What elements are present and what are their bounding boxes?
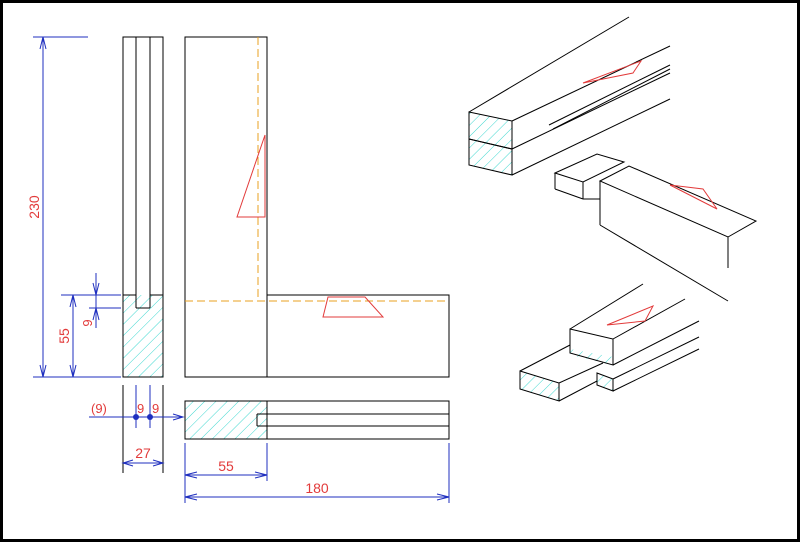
iso1-top-front-edge bbox=[511, 45, 671, 122]
front-view-rail bbox=[266, 294, 450, 378]
front-view bbox=[184, 36, 450, 378]
orientation-marker-horizontal bbox=[322, 296, 385, 318]
isometric-view-tenon-board bbox=[553, 153, 758, 302]
label-groove-width-b: 9 bbox=[152, 401, 159, 416]
iso3-upper-end-hatch bbox=[570, 349, 613, 365]
iso3-lower-back-edge bbox=[519, 344, 571, 372]
iso1-lower-end-hatch bbox=[469, 139, 512, 175]
arrow-55h-left bbox=[184, 471, 198, 479]
arrow-groove bbox=[172, 413, 185, 421]
arrow-27-right bbox=[152, 459, 165, 467]
front-view-stile bbox=[184, 36, 268, 378]
technical-drawing: 230 55 9 bbox=[26, 16, 758, 503]
label-55-horizontal: 55 bbox=[218, 458, 234, 474]
arrow-9-top bbox=[92, 282, 100, 296]
arrow-230-top bbox=[39, 36, 47, 50]
label-55-vertical: 55 bbox=[56, 328, 72, 344]
iso3-upper-mid-edge bbox=[612, 320, 700, 366]
iso2-board-bottom-edge bbox=[599, 224, 729, 302]
label-180: 180 bbox=[305, 480, 329, 496]
iso2-orientation-marker bbox=[669, 184, 718, 210]
orientation-marker-vertical bbox=[236, 134, 266, 218]
iso3-side-edge-a bbox=[612, 336, 700, 380]
iso2-tenon-top bbox=[553, 153, 626, 183]
iso1-bottom-edge bbox=[511, 98, 671, 176]
side-view bbox=[122, 36, 164, 378]
label-230: 230 bbox=[26, 195, 42, 219]
iso1-groove-line-b bbox=[552, 68, 671, 130]
label-27: 27 bbox=[135, 445, 151, 461]
iso3-lower-front-edge bbox=[558, 362, 604, 384]
label-9-vertical: 9 bbox=[80, 319, 95, 326]
iso1-top-back-edge bbox=[468, 16, 630, 113]
groove-dot-left bbox=[133, 414, 139, 420]
arrow-55-top bbox=[69, 294, 77, 308]
iso1-orientation-marker bbox=[582, 59, 643, 84]
arrow-180-left bbox=[184, 493, 198, 501]
arrow-9-bottom bbox=[92, 307, 100, 321]
side-view-hatched-section bbox=[123, 295, 163, 377]
isometric-view-assembled bbox=[519, 283, 700, 402]
label-groove-offset: (9) bbox=[91, 401, 107, 416]
iso3-upper-front-edge bbox=[612, 298, 686, 340]
arrow-55h-right bbox=[254, 471, 268, 479]
iso3-lower-end bbox=[519, 370, 560, 402]
horizontal-dimensions bbox=[89, 385, 450, 503]
iso2-board-top bbox=[598, 165, 758, 238]
side-view-outline bbox=[122, 36, 164, 378]
iso3-lower-bottom-edge bbox=[558, 380, 598, 402]
label-groove-width-a: 9 bbox=[137, 401, 144, 416]
groove-dot-right bbox=[147, 414, 153, 420]
iso1-upper-end-hatch bbox=[469, 112, 512, 149]
iso3-upper-back-edge bbox=[569, 283, 644, 330]
top-view-outline bbox=[184, 400, 450, 440]
iso2-tenon-bottom bbox=[554, 188, 584, 200]
iso1-groove-line-a bbox=[548, 64, 671, 126]
isometric-view-grooved-boards bbox=[468, 16, 671, 176]
arrow-180-right bbox=[436, 493, 450, 501]
vertical-dimensions bbox=[33, 36, 121, 378]
arrow-27-left bbox=[121, 459, 134, 467]
iso3-side-edge-b bbox=[612, 348, 700, 392]
top-view-hatched-section bbox=[185, 401, 267, 439]
arrow-55-bottom bbox=[69, 364, 77, 378]
arrow-230-bottom bbox=[39, 364, 47, 378]
top-view bbox=[122, 385, 450, 473]
iso1-mid-edge bbox=[511, 72, 671, 150]
iso3-side-end bbox=[596, 372, 614, 392]
iso3-orientation-marker bbox=[606, 305, 655, 326]
